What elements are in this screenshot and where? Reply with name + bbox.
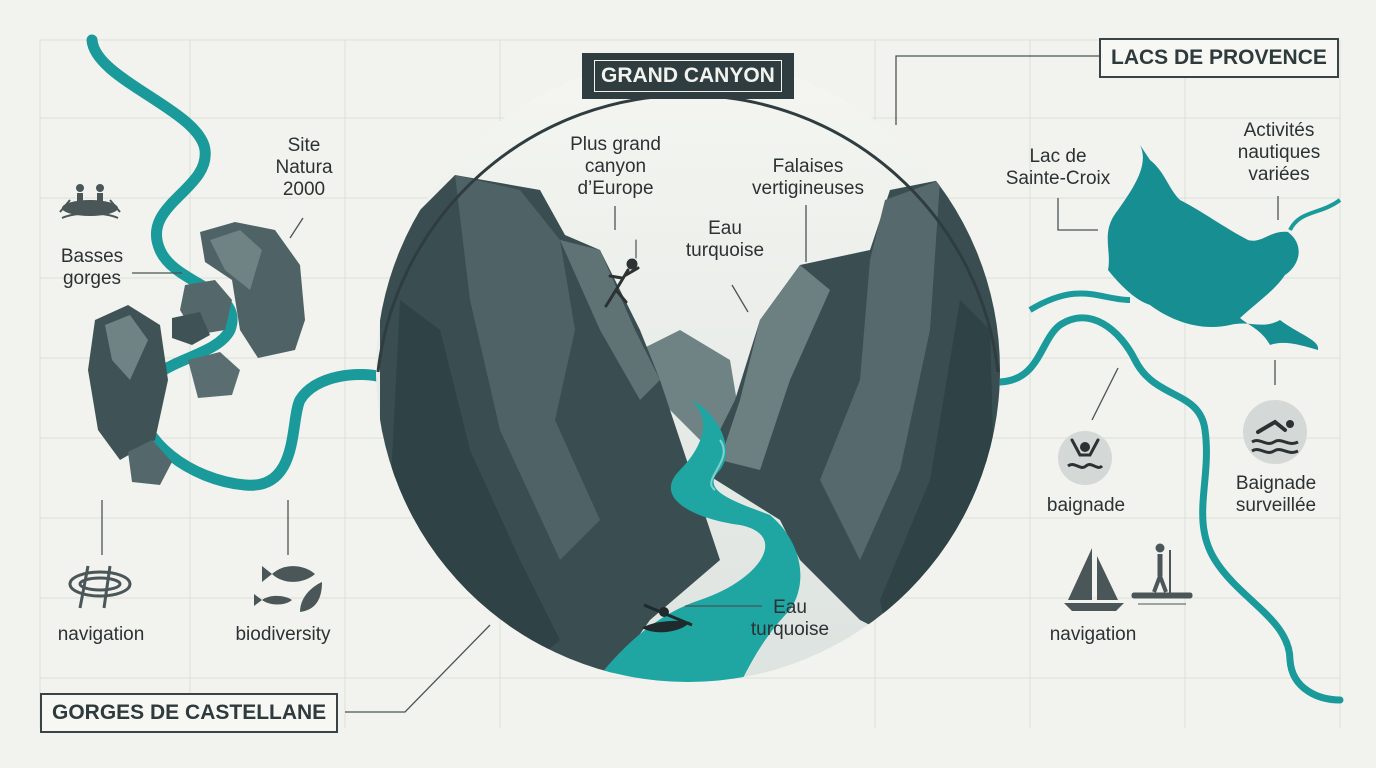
left-rocks xyxy=(88,222,305,485)
label-falaises: Falaises vertigineuses xyxy=(752,156,864,199)
label-site-natura: Site Natura 2000 xyxy=(275,135,333,200)
label-eau-turquoise-bottom: Eau turquoise xyxy=(750,597,830,640)
title-grand-canyon: GRAND CANYON xyxy=(582,53,794,99)
leader-lines xyxy=(101,55,1279,713)
label-eau-turquoise-top: Eau turquoise xyxy=(685,218,765,261)
fish-leaf-icon xyxy=(254,566,322,612)
swim-icon xyxy=(1243,400,1307,464)
climber-icon xyxy=(604,239,640,308)
label-navigation-right: navigation xyxy=(1049,624,1137,645)
label-activites-nautiques: Activités nautiques variées xyxy=(1237,120,1321,185)
label-navigation-left: navigation xyxy=(57,624,145,645)
lake-sainte-croix xyxy=(1107,145,1319,350)
kayak-icon xyxy=(642,603,693,633)
left-river xyxy=(86,34,391,491)
sailboat-icon xyxy=(1064,548,1124,611)
raft-icon xyxy=(59,184,121,219)
label-lac-sainte-croix: Lac de Sainte-Croix xyxy=(1005,146,1111,189)
swimmer-icon xyxy=(1058,431,1112,485)
label-biodiversity: biodiversity xyxy=(235,624,331,645)
label-baignade-surveillee: Baignade surveillée xyxy=(1235,473,1317,516)
right-river xyxy=(996,314,1344,704)
title-lacs-de-provence: LACS DE PROVENCE xyxy=(1099,38,1339,78)
inflatable-boat-icon xyxy=(68,565,132,609)
paddleboard-icon xyxy=(1131,543,1193,605)
label-baignade: baignade xyxy=(1046,495,1126,516)
title-gorges-de-castellane: GORGES DE CASTELLANE xyxy=(40,693,339,733)
label-basses-gorges: Basses gorges xyxy=(60,246,124,289)
label-plus-grand-canyon: Plus grand canyon d’Europe xyxy=(570,134,661,199)
